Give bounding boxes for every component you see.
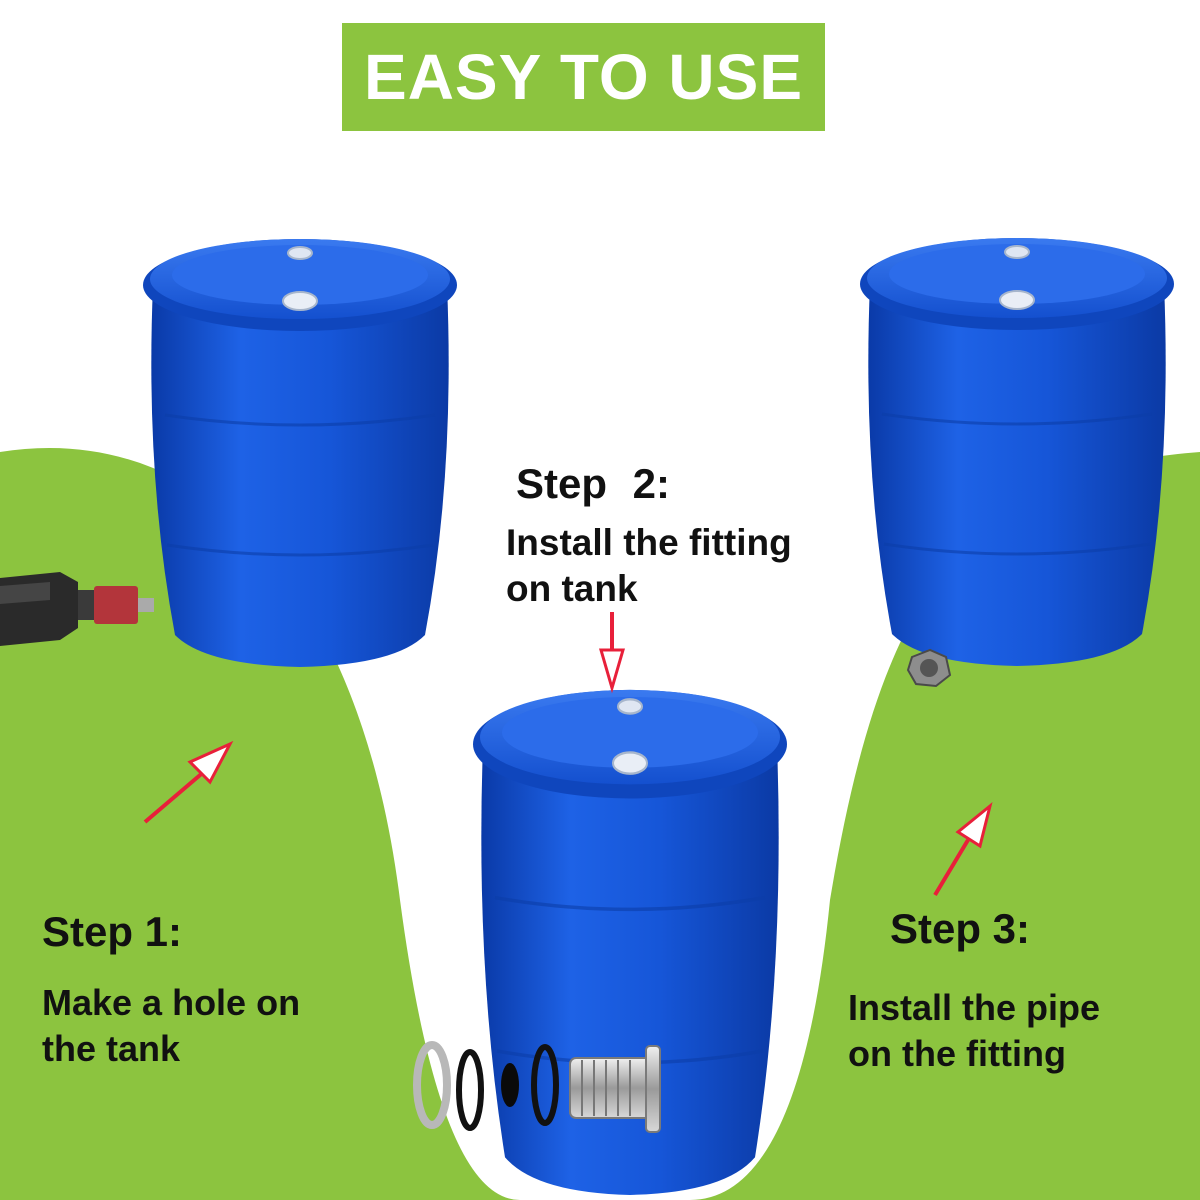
threaded-pipe-icon <box>569 1045 661 1133</box>
washer-icon <box>531 1044 559 1126</box>
bulkhead-fitting-icon <box>906 648 952 688</box>
arrow-icon <box>143 740 234 824</box>
washer-icon <box>413 1041 451 1129</box>
page-title: EASY TO USE <box>364 41 803 113</box>
barrel-icon <box>471 688 789 1197</box>
step-1-title: Step 1: <box>42 908 183 955</box>
step-1-description: Make a hole on the tank <box>42 982 301 1069</box>
barrel-icon <box>858 236 1176 668</box>
step-3-description: Install the pipe on the fitting <box>848 987 1101 1074</box>
step-2-description: Install the fitting on tank <box>506 522 792 609</box>
washer-icon <box>456 1049 484 1131</box>
arrow-icon <box>599 612 625 694</box>
step-3-title: Step 3: <box>890 905 1031 952</box>
step-2-title: Step 2: <box>516 460 671 507</box>
barrel-icon <box>141 237 459 669</box>
drill-icon <box>0 572 154 646</box>
washer-icon <box>501 1063 519 1107</box>
title-banner: EASY TO USE <box>342 23 825 131</box>
arrow-icon <box>933 801 993 897</box>
fitting-parts <box>413 1041 661 1133</box>
